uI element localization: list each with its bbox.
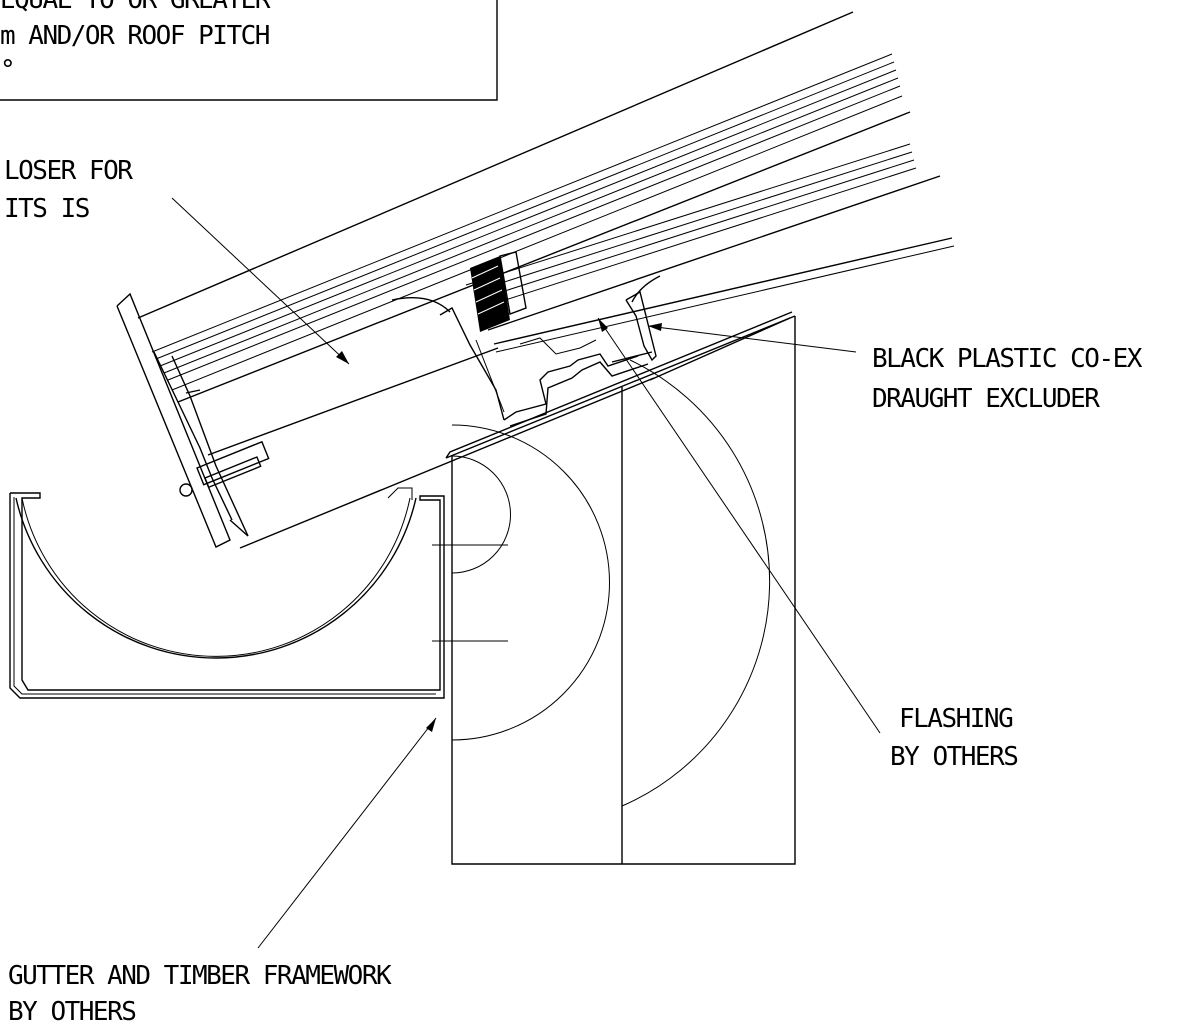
gutter-label-line-1: GUTTER AND TIMBER FRAMEWORK xyxy=(8,961,392,991)
note-box-line-3: ° xyxy=(0,55,14,85)
flashing: FLASHING BY OTHERS xyxy=(445,311,1019,772)
note-box: EQUAL TO OR GREATER m AND/OR ROOF PITCH … xyxy=(0,0,498,101)
flashing-label-line-1: FLASHING xyxy=(899,704,1013,734)
draught-arrowhead xyxy=(648,323,662,331)
draught-leader-line xyxy=(647,325,857,353)
note-box-line-1: EQUAL TO OR GREATER xyxy=(0,0,271,15)
gutter-leader-line xyxy=(257,717,437,949)
gutter-callout: GUTTER AND TIMBER FRAMEWORK BY OTHERS xyxy=(8,717,437,1024)
gutter xyxy=(9,487,445,699)
closer-note: LOSER FOR ITS IS xyxy=(4,156,350,365)
gutter-label-line-2: BY OTHERS xyxy=(8,997,135,1024)
closer-note-line-1: LOSER FOR xyxy=(4,156,133,186)
draught-label-line-2: DRAUGHT EXCLUDER xyxy=(872,384,1100,414)
draught-label-line-1: BLACK PLASTIC CO-EX xyxy=(872,344,1143,374)
closer-leader-line xyxy=(171,197,350,365)
draught-excluder-callout: BLACK PLASTIC CO-EX DRAUGHT EXCLUDER xyxy=(647,323,1144,414)
closer-arrowhead xyxy=(336,351,349,364)
roof-glazing-assembly xyxy=(116,11,955,549)
flashing-label-line-2: BY OTHERS xyxy=(890,742,1017,772)
note-box-line-2: m AND/OR ROOF PITCH xyxy=(0,21,269,51)
timber-framework xyxy=(432,316,796,865)
closer-note-line-2: ITS IS xyxy=(4,194,89,224)
flashing-leader-line xyxy=(597,317,881,734)
gutter-arrowhead xyxy=(426,718,436,732)
spacer-block xyxy=(470,251,527,332)
flashing-arrowhead xyxy=(598,318,608,332)
